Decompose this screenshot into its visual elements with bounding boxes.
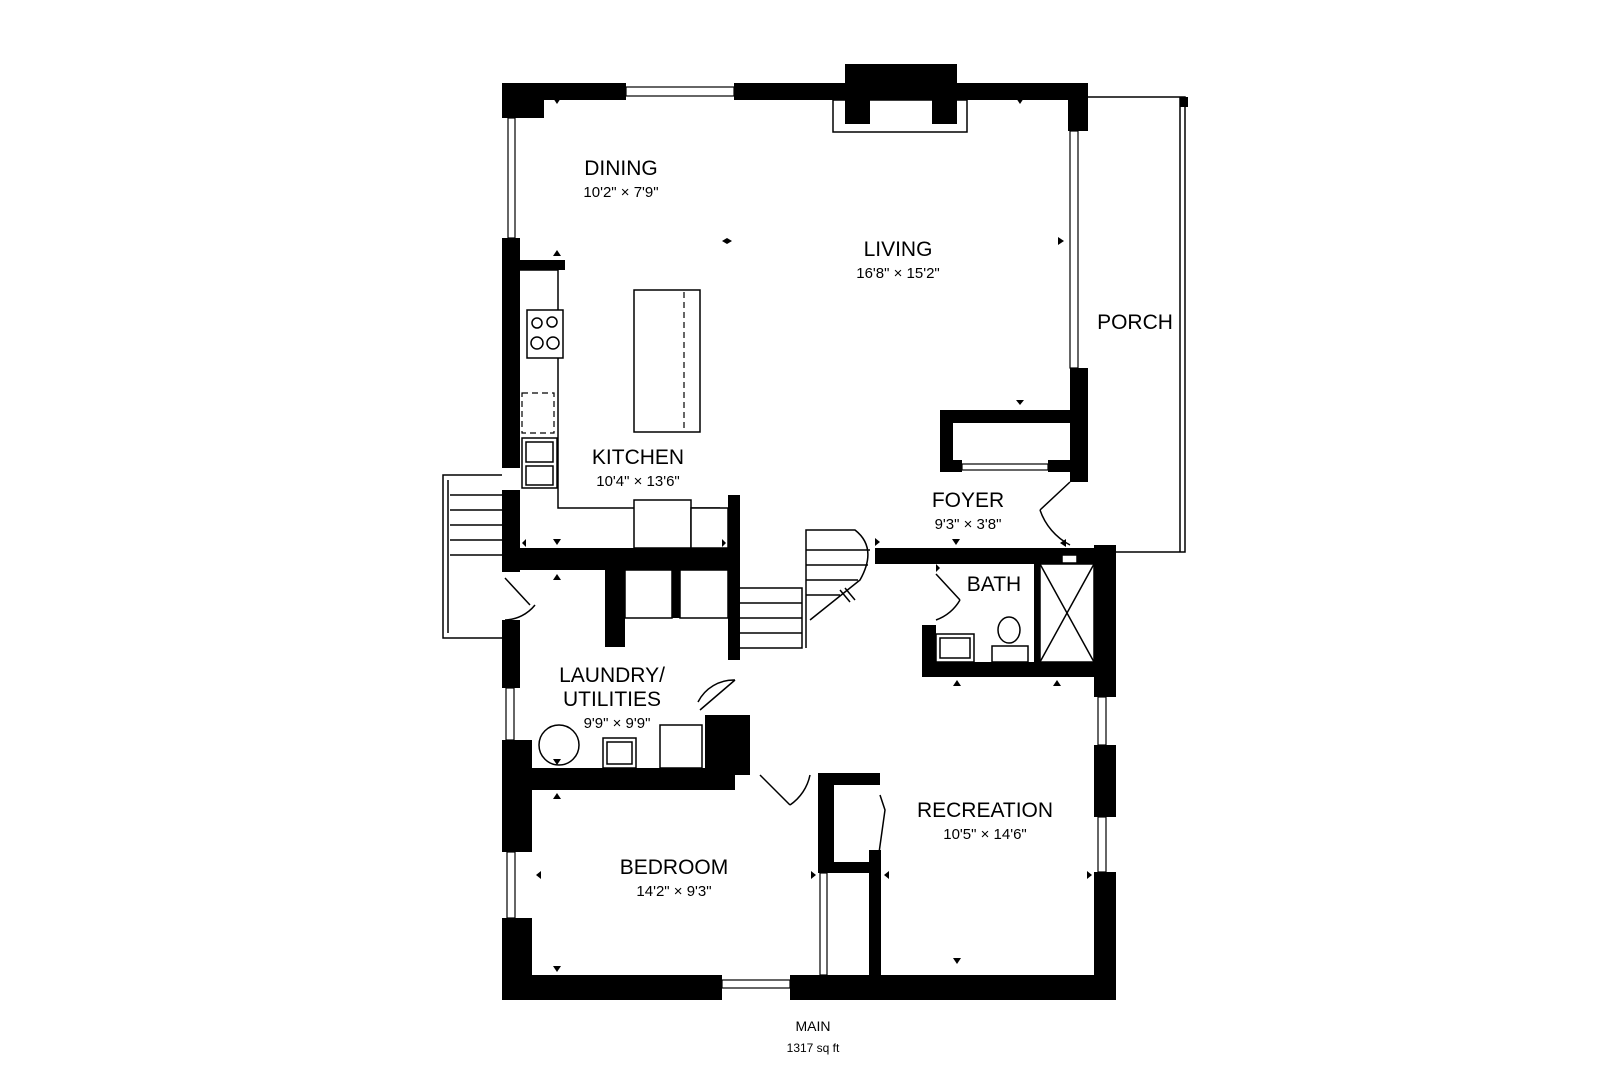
foyer-size: 9'3" × 3'8" <box>935 516 1002 533</box>
laundry-fixtures <box>538 569 736 769</box>
floor-name: MAIN <box>796 1018 831 1034</box>
dining-size: 10'2" × 7'9" <box>583 184 658 201</box>
bedroom-label: BEDROOM <box>620 856 729 879</box>
doors <box>759 463 1071 861</box>
recreation-label: RECREATION <box>917 799 1053 822</box>
laundry-label-line2: UTILITIES <box>563 688 661 711</box>
room-labels: DINING 10'2" × 7'9" LIVING 16'8" × 15'2"… <box>559 157 1173 1055</box>
bedroom-size: 14'2" × 9'3" <box>636 883 711 900</box>
bath-fixtures <box>935 554 1095 663</box>
interior-stairs <box>740 529 870 649</box>
fireplace <box>832 64 968 133</box>
porch-label: PORCH <box>1097 311 1173 334</box>
bath-label: BATH <box>967 573 1021 596</box>
laundry-size: 9'9" × 9'9" <box>584 715 651 732</box>
living-label: LIVING <box>864 238 933 261</box>
exterior-walls <box>502 83 1116 1000</box>
exterior-stairs <box>442 474 536 639</box>
dining-label: DINING <box>584 157 658 180</box>
porch-outline <box>1088 96 1188 553</box>
windows <box>505 86 1107 989</box>
laundry-label-line1: LAUNDRY/ <box>559 664 665 687</box>
dimension-ticks <box>522 98 1092 972</box>
kitchen-label: KITCHEN <box>592 446 684 469</box>
floor-area: 1317 sq ft <box>787 1041 840 1055</box>
living-size: 16'8" × 15'2" <box>856 265 940 282</box>
foyer-label: FOYER <box>932 489 1004 512</box>
interior-walls <box>502 410 1116 1000</box>
kitchen-size: 10'4" × 13'6" <box>596 473 680 490</box>
kitchen-fixtures <box>520 260 729 549</box>
recreation-size: 10'5" × 14'6" <box>943 826 1027 843</box>
